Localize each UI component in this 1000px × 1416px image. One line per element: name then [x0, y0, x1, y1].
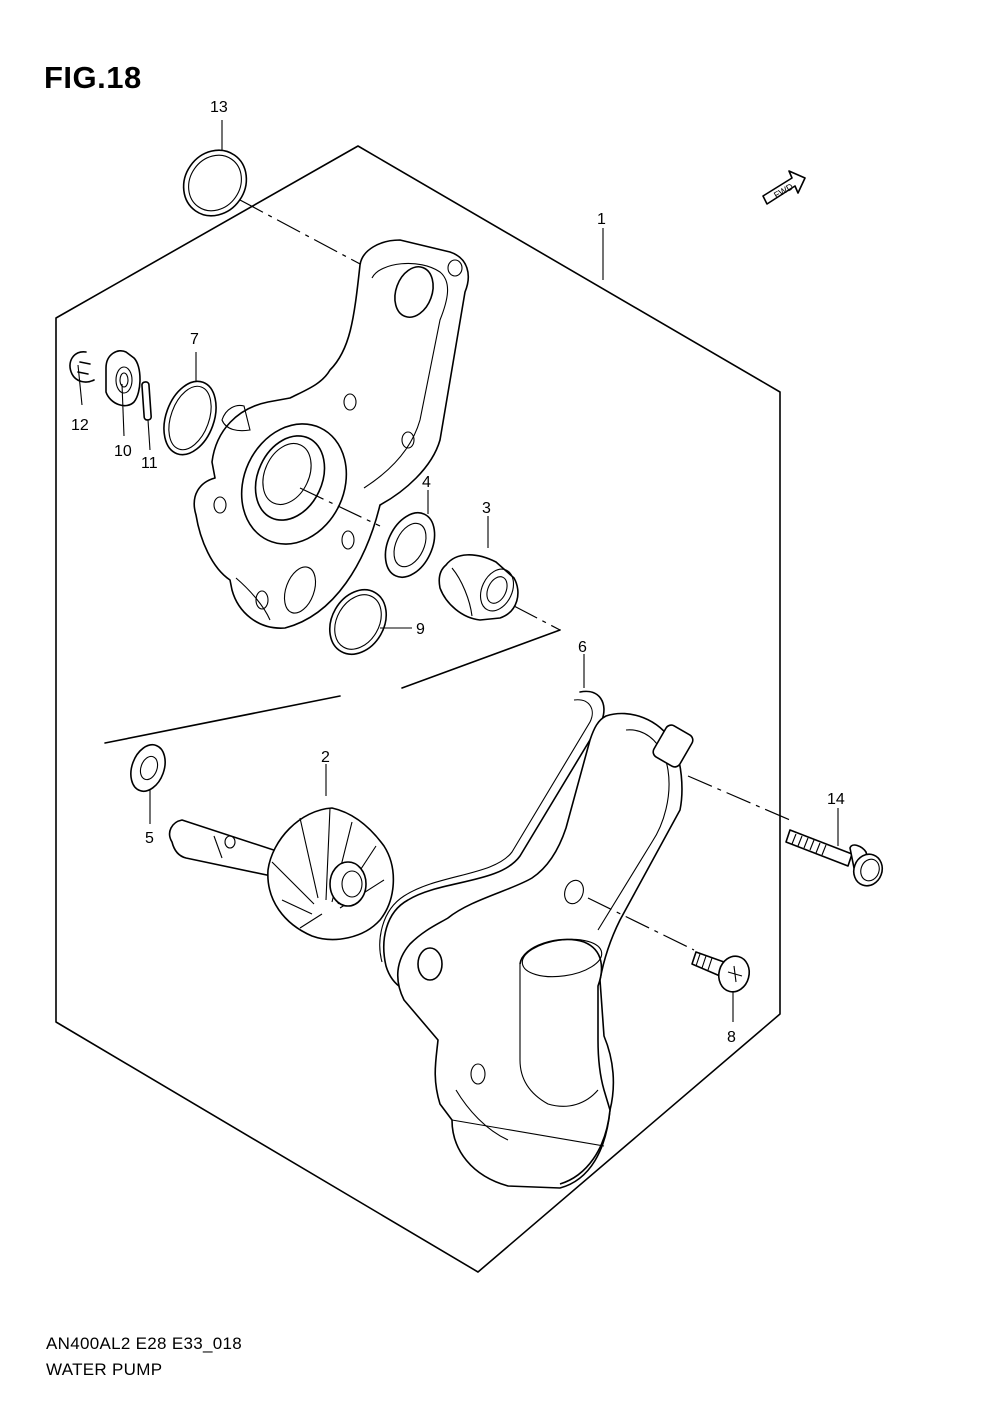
callout-2: 2 — [321, 749, 330, 766]
callout-leaders — [77, 120, 839, 1022]
o-ring-13 — [182, 149, 248, 217]
section-name: WATER PUMP — [46, 1360, 163, 1379]
bush-10 — [105, 350, 141, 407]
o-ring-9 — [328, 589, 388, 655]
callout-3: 3 — [482, 500, 491, 517]
gasket-6 — [383, 690, 605, 994]
callout-14: 14 — [827, 791, 845, 808]
assembly-boundary — [55, 145, 781, 1273]
callout-7: 7 — [190, 331, 199, 348]
callout-13: 13 — [210, 99, 228, 116]
mechanical-seal-4 — [384, 512, 436, 578]
callout-12: 12 — [71, 417, 89, 434]
callout-5: 5 — [145, 830, 154, 847]
center-line-13 — [239, 199, 363, 266]
pin-11 — [141, 381, 152, 421]
callout-11: 11 — [141, 455, 158, 472]
pump-cover — [397, 712, 694, 1189]
callout-4: 4 — [422, 474, 431, 491]
pump-housing — [193, 239, 469, 629]
center-line-shaft — [299, 487, 381, 527]
washer-5 — [130, 743, 166, 793]
bolt-14 — [785, 829, 884, 887]
o-ring-7 — [163, 380, 217, 456]
model-code: AN400AL2 E28 E33_018 — [46, 1334, 242, 1353]
callout-6: 6 — [578, 639, 587, 656]
section-divider — [104, 629, 561, 744]
e-clip-12 — [69, 351, 95, 383]
mechanical-seal-3 — [438, 554, 519, 621]
impeller-shaft-2 — [168, 807, 395, 941]
center-line-8 — [587, 897, 695, 951]
figure-title: FIG.18 — [44, 60, 142, 95]
bolt-8 — [691, 951, 751, 993]
fwd-arrow-icon: FWD — [762, 170, 806, 205]
center-line-14 — [687, 775, 791, 821]
callout-1: 1 — [597, 211, 606, 228]
callout-8: 8 — [727, 1029, 736, 1046]
callout-9: 9 — [416, 621, 425, 638]
callout-10: 10 — [114, 443, 132, 460]
